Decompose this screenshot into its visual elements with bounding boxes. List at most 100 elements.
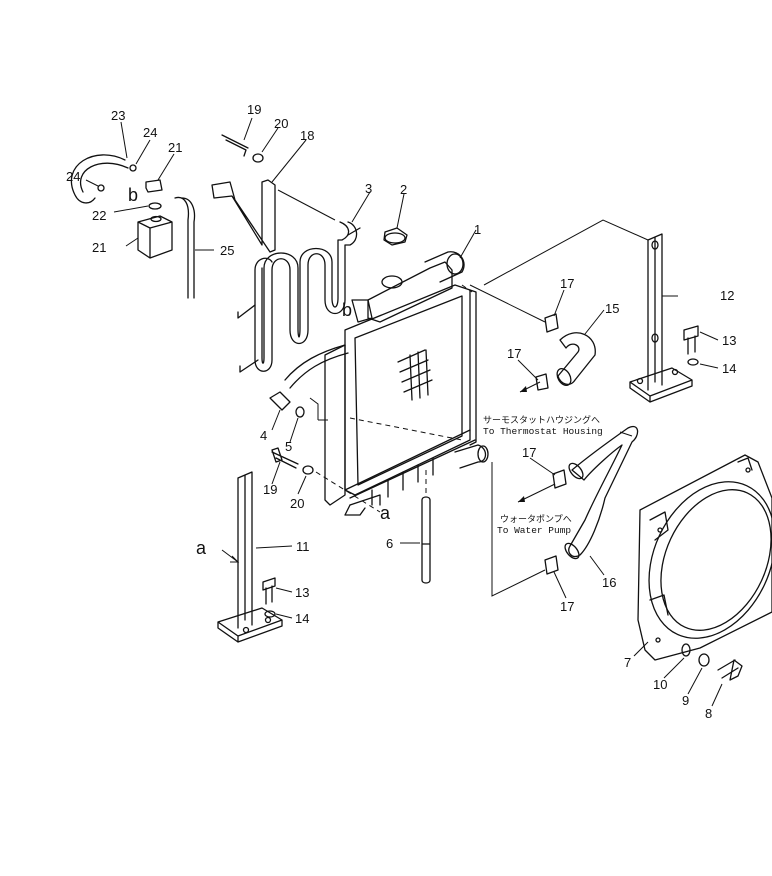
callout-1: 1 — [474, 222, 481, 237]
note-thermostat-jp: サーモスタットハウジングへ — [483, 414, 600, 426]
dash-bolt-mid — [315, 471, 381, 513]
support-12-base — [629, 367, 693, 403]
support-11-base — [217, 607, 283, 643]
callout-16: 16 — [602, 575, 616, 590]
letter-b-tank: b — [128, 185, 138, 205]
clamp-17-c — [552, 469, 567, 489]
radiator-upper-end — [351, 299, 373, 323]
callout-numbers: 1 2 3 4 5 6 7 8 9 10 11 12 13 13 14 14 1… — [66, 102, 736, 721]
radiator-lower-bosses — [371, 457, 434, 506]
callout-19-top: 19 — [247, 102, 261, 117]
radiator-cap-2 — [383, 227, 408, 246]
callout-14-right: 14 — [722, 361, 736, 376]
clamp-17-a — [544, 313, 559, 333]
gasket-5 — [295, 406, 305, 418]
callout-23: 23 — [111, 108, 125, 123]
hose-15-group — [535, 313, 596, 391]
bolt-13-left — [262, 577, 276, 605]
bolt-19-top — [221, 134, 249, 157]
routing-notes: サーモスタットハウジングへ To Thermostat Housing ウォータ… — [483, 414, 603, 536]
tank-cap-21 — [145, 179, 163, 193]
callout-6: 6 — [386, 536, 393, 551]
flow-arrows — [517, 381, 556, 503]
callout-19-mid: 19 — [263, 482, 277, 497]
hose-clip-24a — [129, 164, 137, 172]
callout-10: 10 — [653, 677, 667, 692]
hose-clip-24b — [97, 184, 105, 192]
callout-17-c: 17 — [522, 445, 536, 460]
fan-shroud-7 — [637, 454, 772, 661]
callout-17-a: 17 — [560, 276, 574, 291]
callout-15: 15 — [605, 301, 619, 316]
bolt-13-left-group — [262, 577, 276, 618]
callout-7: 7 — [624, 655, 631, 670]
fan-shroud-flange-detail — [649, 457, 753, 616]
callout-24-left: 24 — [66, 169, 80, 184]
leader-drain — [309, 397, 328, 421]
callout-9: 9 — [682, 693, 689, 708]
hose-15-end — [556, 367, 572, 387]
callout-8: 8 — [705, 706, 712, 721]
callout-17-d: 17 — [560, 599, 574, 614]
drain-cock-4-group — [269, 391, 328, 421]
coil-tube-tabs — [237, 227, 361, 373]
callout-2: 2 — [400, 182, 407, 197]
radiator-upper-inlet — [424, 251, 465, 283]
callout-21-cap: 21 — [168, 140, 182, 155]
washer-20-mid — [302, 465, 314, 475]
radiator-outlet-mouth — [477, 445, 489, 463]
support-12 — [629, 233, 693, 403]
callout-14-left: 14 — [295, 611, 309, 626]
callout-13-left: 13 — [295, 585, 309, 600]
pipe-6 — [421, 470, 431, 584]
radiator-lower-tank — [344, 429, 476, 506]
washer-10 — [681, 643, 691, 657]
overflow-hose-23-inner — [80, 162, 129, 193]
arrow-a-left — [221, 549, 240, 563]
callout-22: 22 — [92, 208, 106, 223]
clamp-17-b — [535, 373, 549, 391]
tank-neck — [150, 215, 162, 223]
overflow-tank-21 — [137, 215, 173, 259]
radiator-assembly-1 — [324, 251, 489, 516]
callout-25: 25 — [220, 243, 234, 258]
bolt-13-right-group — [683, 325, 699, 366]
hose-16-top-end — [568, 462, 584, 480]
gasket-22 — [148, 202, 162, 210]
callout-21-tank: 21 — [92, 240, 106, 255]
bracket-18-group — [211, 134, 336, 253]
callout-20-top: 20 — [274, 116, 288, 131]
radiator-core-face — [354, 295, 463, 486]
radiator-lower-outlet — [454, 444, 487, 469]
leader-bracket — [277, 189, 336, 221]
radiator-inlet-mouth — [446, 253, 464, 275]
bolt-19-mid — [271, 447, 299, 469]
overflow-pipe-25 — [174, 196, 196, 299]
washer-14-left — [264, 610, 276, 618]
letter-a-support: a — [196, 538, 207, 558]
radiator-foot-left — [344, 504, 366, 516]
washer-20-top — [252, 153, 264, 163]
clamp-17-d — [544, 555, 559, 575]
drain-cock-4 — [269, 391, 291, 411]
washer-9 — [698, 653, 710, 667]
note-water-pump-en: To Water Pump — [497, 525, 571, 536]
overflow-hose-23 — [70, 154, 126, 204]
hose-16-group — [544, 425, 639, 575]
letter-a-radiator: a — [380, 503, 391, 523]
radiator-side-tank-left — [324, 344, 346, 506]
callout-13-right: 13 — [722, 333, 736, 348]
radiator-core-mesh-detail — [397, 349, 433, 401]
hose-15 — [557, 332, 596, 386]
shroud-fasteners — [681, 643, 743, 681]
bolt-13-right — [683, 325, 699, 355]
note-thermostat-en: To Thermostat Housing — [483, 426, 603, 437]
reference-letters: a a b b — [128, 185, 391, 558]
bracket-18 — [211, 179, 276, 253]
support-11 — [217, 471, 283, 643]
radiator-side-right — [469, 289, 477, 446]
callout-11: 11 — [296, 539, 310, 554]
callout-12: 12 — [720, 288, 734, 303]
